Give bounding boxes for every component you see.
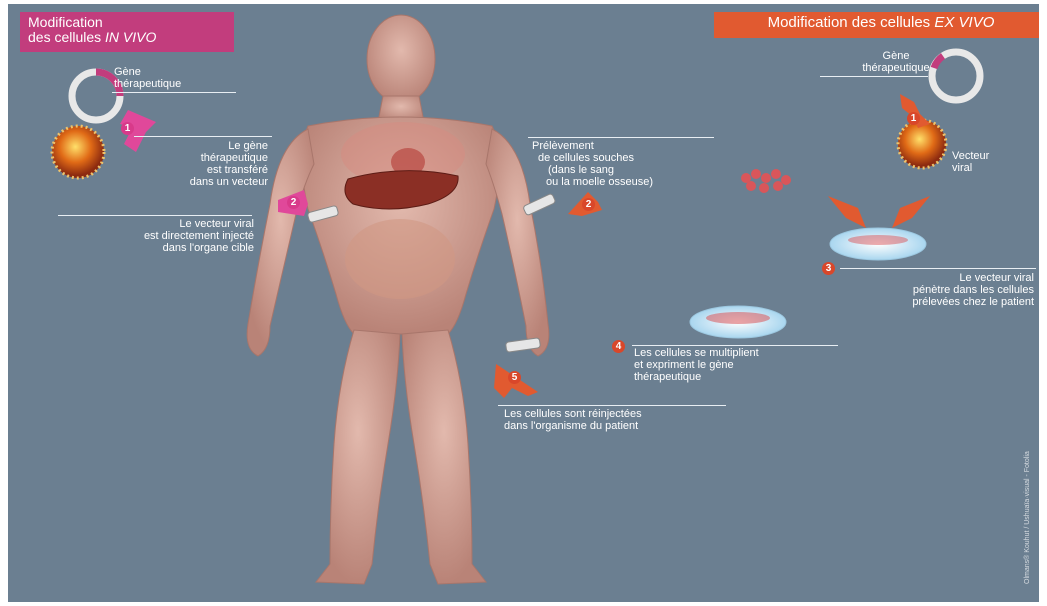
plasmid-left — [72, 72, 120, 120]
gene-label-right: Gène thérapeutique — [856, 50, 936, 74]
gene-label-left: Gène thérapeutique — [114, 66, 181, 90]
step-badge-ex-vivo-2: 2 — [582, 198, 595, 211]
sampling-text: Prélèvement de cellules souches (dans le… — [532, 140, 653, 188]
right-leg — [402, 330, 486, 584]
petri-dish-4 — [690, 306, 786, 338]
arrow-converge-right — [892, 196, 930, 228]
step-badge-in-vivo-1: 1 — [121, 122, 134, 135]
divider — [820, 76, 928, 77]
step-badge-ex-vivo-5: 5 — [508, 371, 521, 384]
step1-in-vivo-text: Le gène thérapeutique est transféré dans… — [136, 140, 268, 188]
step2-in-vivo-text: Le vecteur viral est directement injecté… — [68, 218, 254, 254]
divider — [840, 268, 1036, 269]
divider — [498, 405, 726, 406]
divider — [134, 136, 272, 137]
divider — [112, 92, 236, 93]
human-figure — [247, 15, 549, 584]
step-badge-in-vivo-2: 2 — [287, 196, 300, 209]
divider — [632, 345, 838, 346]
divider — [58, 215, 252, 216]
intestines — [345, 219, 455, 299]
head — [367, 15, 435, 103]
step-badge-ex-vivo-1: 1 — [907, 112, 920, 125]
stem-cells — [741, 169, 791, 193]
step5-ex-vivo-text: Les cellules sont réinjectées dans l'org… — [504, 408, 642, 432]
step-badge-ex-vivo-4: 4 — [612, 340, 625, 353]
petri-dish-3 — [830, 228, 926, 260]
plasmid-right — [932, 52, 980, 100]
step4-ex-vivo-text: Les cellules se multiplient et expriment… — [634, 347, 759, 383]
diagram-panel: Modification des cellules IN VIVO Modifi… — [8, 4, 1039, 602]
image-credit: Olmans® Kouhut / Ushuaïa·visual - Fotoli… — [1024, 451, 1031, 584]
viral-vector-right — [898, 120, 946, 168]
step3-ex-vivo-text: Le vecteur viral pénètre dans les cellul… — [838, 272, 1034, 308]
viral-vector-left — [52, 126, 104, 178]
left-leg — [316, 330, 400, 584]
vector-label-right: Vecteur viral — [952, 150, 989, 174]
divider — [528, 137, 714, 138]
arrow-converge-left — [828, 196, 866, 228]
step-badge-ex-vivo-3: 3 — [822, 262, 835, 275]
